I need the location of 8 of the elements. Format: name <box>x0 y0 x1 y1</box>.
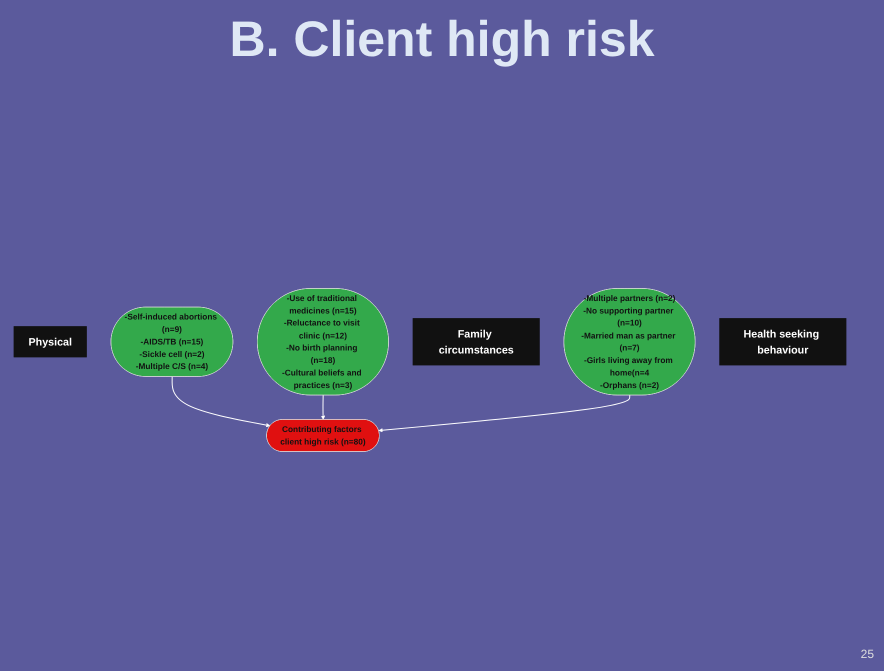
arrow <box>378 394 630 432</box>
slide-title: B. Client high risk <box>228 10 656 68</box>
arrow <box>320 394 326 420</box>
node-box: Physical <box>14 326 87 358</box>
node-box: Health seeking behaviour <box>719 318 846 366</box>
page-number: 25 <box>860 647 874 661</box>
node-box: Family circumstances <box>412 318 540 366</box>
arrow <box>172 376 270 428</box>
